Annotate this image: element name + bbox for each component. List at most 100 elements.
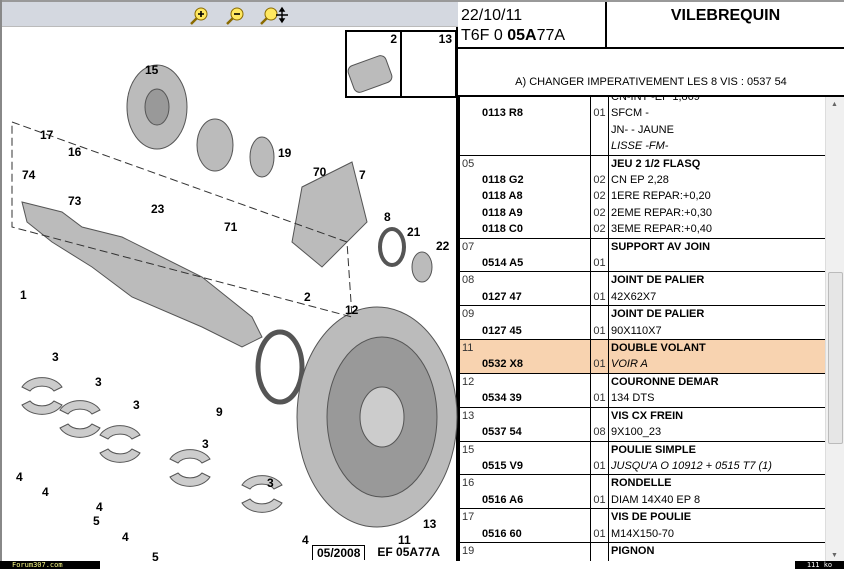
callout-number[interactable]: 7 [359, 168, 366, 182]
scrollbar-thumb[interactable] [828, 272, 843, 444]
quantities: 01 [591, 340, 608, 373]
part-reference[interactable]: 0127 45 [482, 324, 522, 337]
part-name: POULIE SIMPLE [611, 443, 696, 456]
header-date: 22/10/11 [461, 7, 523, 24]
callout-number[interactable]: 13 [423, 517, 437, 531]
callout-number[interactable]: 15 [145, 63, 159, 77]
callout-number[interactable]: 5 [93, 514, 100, 528]
callout-number[interactable]: 17 [40, 128, 54, 142]
part-reference[interactable]: 0537 54 [482, 426, 522, 439]
callout-number[interactable]: 19 [278, 146, 292, 160]
quantities: 01 [591, 97, 608, 155]
callout-number[interactable]: 73 [68, 194, 82, 208]
callout-number[interactable]: 74 [22, 168, 36, 182]
part-reference[interactable]: 0516 60 [482, 527, 522, 540]
zoom-out-icon[interactable] [224, 6, 246, 26]
part-reference[interactable]: 0532 X8 [482, 358, 523, 371]
zoom-toolbar [2, 0, 458, 27]
part-name: VIS CX FREIN [611, 409, 684, 422]
callout-number[interactable]: 4 [96, 500, 103, 514]
part-reference[interactable]: 0118 G2 [482, 174, 524, 187]
callout-number[interactable]: 3 [267, 476, 274, 490]
file-size: 111 ko [795, 561, 844, 569]
callout-number[interactable]: 3 [95, 375, 102, 389]
callout-number[interactable]: 23 [151, 202, 165, 216]
part-name: RONDELLE [611, 477, 672, 490]
part-references: 0516 A6 [482, 475, 591, 509]
scroll-up-icon[interactable]: ▲ [831, 101, 838, 108]
code-suffix: 77A [536, 27, 566, 44]
scrollbar[interactable]: ▲ ▼ [825, 97, 844, 563]
callout-number[interactable]: 16 [68, 145, 82, 159]
callout-number[interactable]: 71 [224, 220, 238, 234]
diagram-footer: 05/2008 EF 05A77A [312, 545, 440, 560]
part-references: 0534 39 [482, 373, 591, 407]
callout-number[interactable]: 22 [436, 239, 450, 253]
item-number: 07 [462, 240, 475, 253]
item-number [460, 97, 482, 155]
item-number: 13 [462, 409, 475, 422]
inset-label: 13 [438, 32, 452, 46]
part-reference[interactable]: 0534 39 [482, 392, 522, 405]
pan-zoom-icon[interactable] [258, 6, 288, 26]
callout-number[interactable]: 5 [152, 550, 159, 564]
quantity: 01 [593, 358, 606, 371]
part-reference[interactable]: 0514 A5 [482, 257, 524, 270]
part-name: JOINT DE PALIER [611, 274, 705, 287]
item-number: 05 [462, 157, 475, 170]
status-bar [0, 561, 844, 569]
part-detail: 1ERE REPAR:+0,20 [611, 190, 711, 203]
callout-number[interactable]: 70 [313, 165, 327, 179]
scroll-down-icon[interactable]: ▼ [831, 552, 838, 559]
part-reference[interactable]: 0127 47 [482, 290, 522, 303]
quantity: 01 [593, 392, 606, 405]
callout-number[interactable]: 4 [42, 485, 49, 499]
description: PIGNONDIA62X70 EP28.5 21DT [608, 542, 825, 563]
quantities: 01 [591, 374, 608, 407]
parts-list-panel: 22/10/11 T6F 0 05A77A VILEBREQUIN A) CHA… [458, 0, 844, 563]
quantity: 02 [593, 174, 606, 187]
callout-number[interactable]: 11 [398, 533, 411, 547]
callout-number[interactable]: 2 [304, 290, 311, 304]
zoom-in-icon[interactable] [188, 6, 210, 26]
callout-number[interactable]: 9 [216, 405, 223, 419]
page-title: VILEBREQUIN [670, 7, 781, 24]
part-reference[interactable]: 0118 C0 [482, 223, 523, 236]
quantity: 02 [593, 190, 606, 203]
callout-number[interactable]: 3 [133, 398, 140, 412]
callout-number[interactable]: 8 [384, 210, 391, 224]
part-reference[interactable]: 0118 A9 [482, 206, 523, 219]
table-row[interactable]: 190513 A901PIGNONDIA62X70 EP28.5 21DT [460, 542, 825, 563]
callout-number[interactable]: 3 [202, 437, 209, 451]
item-number: 19 [462, 544, 475, 557]
part-detail: CN-INT -EP 1,869 [611, 97, 700, 103]
callout-number[interactable]: 4 [16, 470, 23, 484]
callout-number[interactable]: 4 [302, 533, 309, 547]
quantity: 01 [593, 290, 606, 303]
part-reference[interactable]: 0516 A6 [482, 493, 524, 506]
part-reference[interactable]: 0515 V9 [482, 459, 523, 472]
part-reference[interactable]: 0118 A8 [482, 190, 523, 203]
callout-number[interactable]: 12 [345, 303, 359, 317]
callout-number[interactable]: 3 [52, 350, 59, 364]
callout-number[interactable]: 1 [20, 288, 27, 302]
part-references: 0513 A9 [482, 542, 591, 563]
callout-number[interactable]: 21 [407, 225, 421, 239]
callout-number[interactable]: 4 [122, 530, 129, 544]
part-references: 0127 47 [482, 272, 591, 306]
part-reference[interactable]: 0113 R8 [482, 107, 523, 120]
inset-dowel-pin: 2 [347, 32, 402, 96]
